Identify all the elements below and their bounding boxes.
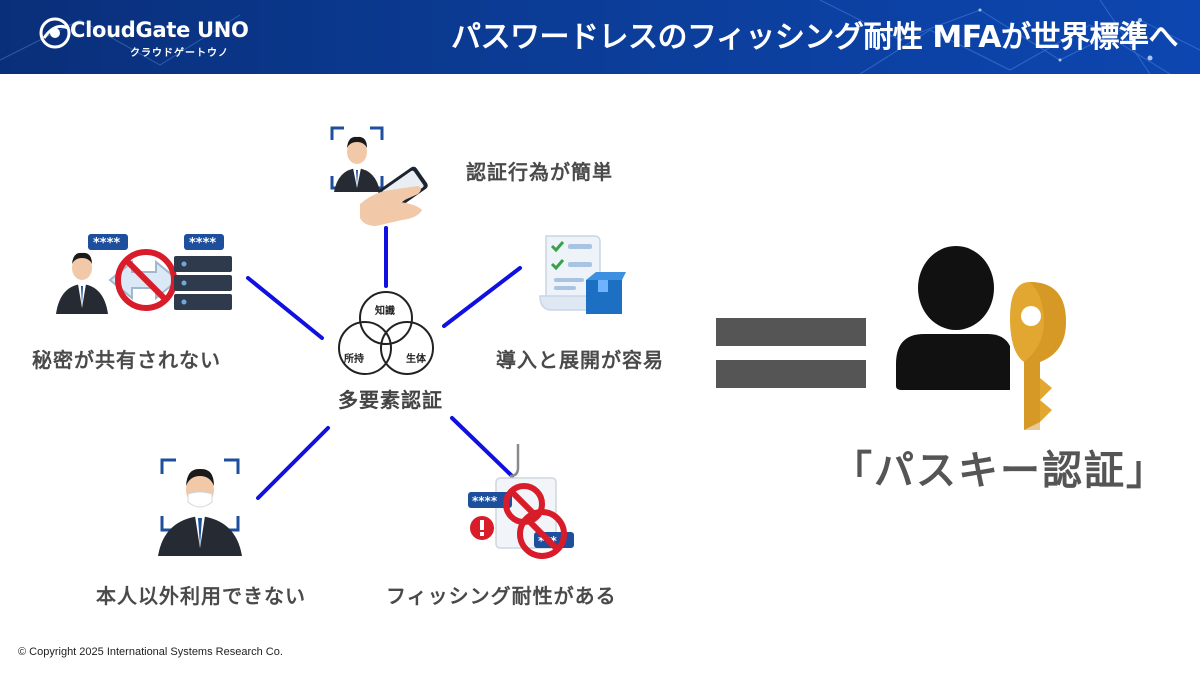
face-auth-phone-icon (330, 126, 428, 226)
mfa-venn-diagram: 知識 所持 生体 (338, 291, 434, 375)
connector-lower-right (450, 416, 514, 478)
mfa-label: 多要素認証 (338, 388, 443, 412)
header-banner: CloudGate UNO クラウドゲートウノ パスワードレスのフィッシング耐性… (0, 0, 1200, 74)
label-phishing-resistant: フィッシング耐性がある (386, 584, 617, 608)
network-background (0, 0, 1200, 74)
connector-upper-right (442, 266, 522, 328)
face-recognition-mask-icon (158, 458, 242, 556)
logo-text: CloudGate UNO (70, 18, 249, 42)
venn-knowledge: 知識 (374, 304, 395, 317)
deploy-checklist-icon (539, 235, 626, 314)
asterisk-badge-right: **** (189, 236, 216, 251)
equals-bar-top (716, 318, 866, 346)
label-easy-deploy: 導入と展開が容易 (496, 348, 664, 372)
logo-subtext: クラウドゲートウノ (130, 48, 229, 59)
equals-bar-bottom (716, 360, 866, 388)
connector-upper-left (246, 276, 324, 340)
asterisk-badge-left: **** (93, 236, 120, 251)
label-only-self: 本人以外利用できない (96, 584, 306, 608)
no-secret-share-icon: **** **** (56, 234, 232, 314)
venn-biometric: 生体 (406, 352, 427, 365)
logo-globe-icon (39, 17, 71, 49)
page-title: パスワードレスのフィッシング耐性 MFAが世界標準へ (451, 20, 1178, 55)
passkey-label: 「パスキー認証」 (832, 448, 1168, 494)
asterisk-badge-phish: **** (472, 494, 498, 508)
cloudgate-logo[interactable]: CloudGate UNO クラウドゲートウノ (38, 14, 249, 64)
label-no-secret-share: 秘密が共有されない (32, 348, 221, 372)
venn-possession: 所持 (344, 352, 364, 365)
copyright-footer: © Copyright 2025 International Systems R… (18, 646, 283, 658)
person-key-icon (896, 246, 1066, 430)
phishing-prohibited-icon: **** *** (468, 444, 574, 559)
label-easy-auth: 認証行為が簡単 (466, 160, 613, 184)
connector-lower-left (256, 426, 330, 500)
